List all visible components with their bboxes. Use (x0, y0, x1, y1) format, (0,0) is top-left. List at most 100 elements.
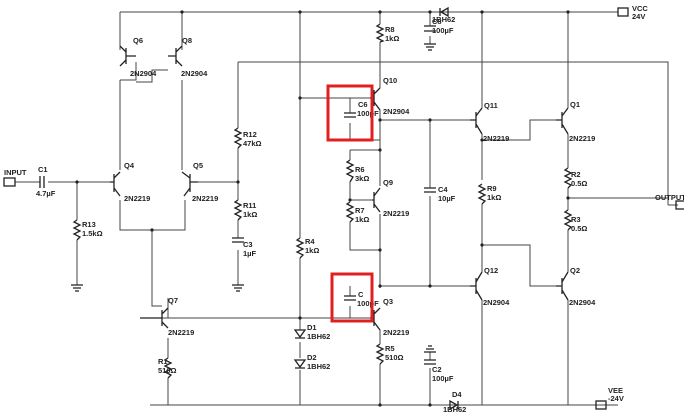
vee-label: VEE (608, 386, 623, 395)
transistor-q12[interactable]: Q12 2N2904 (470, 266, 510, 307)
capacitor-c6[interactable]: C6 100pF (344, 100, 379, 118)
capacitor-c3[interactable]: C3 1µF (232, 237, 256, 258)
d2-part: 1BH62 (307, 362, 330, 371)
transistor-q6[interactable]: Q6 2N2904 (119, 36, 157, 78)
d3-part: 1BH62 (432, 15, 455, 24)
ground-symbols (71, 43, 436, 353)
capacitor-c7[interactable]: C 100pF (344, 290, 379, 308)
capacitor-c2[interactable]: C2 100µF (424, 359, 454, 383)
c8-value: 100µF (432, 26, 454, 35)
vee-terminal[interactable]: VEE -24V (595, 386, 624, 410)
d2-ref: D2 (307, 353, 317, 362)
resistor-r9[interactable]: R9 1kΩ (477, 183, 501, 205)
q6-ref: Q6 (133, 36, 143, 45)
c6-value: 100pF (357, 109, 379, 118)
transistor-q4[interactable]: Q4 2N2219 (110, 161, 150, 203)
input-label: INPUT (4, 168, 27, 177)
vcc-label: VCC (632, 4, 648, 13)
resistor-r6[interactable]: R6 3kΩ (345, 159, 369, 183)
r11-value: 1kΩ (243, 210, 257, 219)
q1-ref: Q1 (570, 100, 580, 109)
input-terminal[interactable]: INPUT (3, 168, 27, 187)
r7-value: 1kΩ (355, 215, 369, 224)
r5-ref: R5 (385, 344, 395, 353)
r3-ref: R3 (571, 215, 581, 224)
r2-ref: R2 (571, 170, 581, 179)
c4-value: 10µF (438, 194, 456, 203)
q9-ref: Q9 (383, 178, 393, 187)
output-terminal[interactable]: OUTPUT (655, 193, 684, 210)
q5-part: 2N2219 (192, 194, 218, 203)
resistor-r1[interactable]: R1 510Ω (158, 357, 177, 379)
resistor-r2[interactable]: R2 0.5Ω (563, 167, 587, 189)
r12-ref: R12 (243, 130, 257, 139)
r2-value: 0.5Ω (571, 179, 587, 188)
c2-ref: C2 (432, 365, 442, 374)
q6-part: 2N2904 (130, 69, 157, 78)
c3-value: 1µF (243, 249, 256, 258)
r5-value: 510Ω (385, 353, 404, 362)
resistor-r12[interactable]: R12 47kΩ (233, 127, 262, 149)
diode-d1[interactable]: D1 1BH62 (293, 323, 330, 341)
r4-ref: R4 (305, 237, 315, 246)
q4-part: 2N2219 (124, 194, 150, 203)
q8-ref: Q8 (182, 36, 192, 45)
r9-value: 1kΩ (487, 193, 501, 202)
q3-part: 2N2219 (383, 328, 409, 337)
r8-value: 1kΩ (385, 34, 399, 43)
resistor-r8[interactable]: R8 1kΩ (375, 23, 399, 43)
c1-ref: C1 (38, 165, 48, 174)
q5-ref: Q5 (193, 161, 203, 170)
resistor-r3[interactable]: R3 0.5Ω (563, 209, 587, 233)
r4-value: 1kΩ (305, 246, 319, 255)
transistor-q8[interactable]: Q8 2N2904 (168, 36, 208, 78)
d1-part: 1BH62 (307, 332, 330, 341)
resistor-r11[interactable]: R11 1kΩ (233, 199, 257, 221)
transistor-q9[interactable]: Q9 2N2219 (372, 178, 409, 218)
q1-part: 2N2219 (569, 134, 595, 143)
transistor-q5[interactable]: Q5 2N2219 (181, 161, 218, 203)
capacitor-c1[interactable]: C1 4.7µF (36, 165, 56, 198)
capacitor-c8[interactable]: C8 100µF (424, 17, 454, 35)
transistor-q7[interactable]: Q7 2N2219 (140, 296, 194, 337)
q2-ref: Q2 (570, 266, 580, 275)
d1-ref: D1 (307, 323, 317, 332)
r9-ref: R9 (487, 184, 497, 193)
junction-dots (75, 10, 570, 407)
diode-d4[interactable]: D4 1BH62 (443, 390, 466, 414)
q7-part: 2N2219 (168, 328, 194, 337)
diode-d2[interactable]: D2 1BH62 (293, 353, 330, 371)
c8-ref: C8 (432, 17, 442, 26)
r13-ref: R13 (82, 220, 96, 229)
r6-ref: R6 (355, 165, 365, 174)
c7-ref: C (358, 290, 364, 299)
capacitor-c4[interactable]: C4 10µF (424, 185, 456, 203)
resistor-r4[interactable]: R4 1kΩ (295, 237, 319, 259)
transistor-q1[interactable]: Q1 2N2219 (556, 100, 595, 143)
c3-ref: C3 (243, 240, 253, 249)
q10-ref: Q10 (383, 76, 397, 85)
diode-d3[interactable]: 1BH62 (432, 6, 455, 24)
c7-value: 100pF (357, 299, 379, 308)
wires (15, 11, 678, 406)
highlight-box-c7 (330, 272, 374, 323)
r12-value: 47kΩ (243, 139, 262, 148)
q12-part: 2N2904 (483, 298, 510, 307)
resistor-r7[interactable]: R7 1kΩ (345, 201, 369, 224)
r6-value: 3kΩ (355, 174, 369, 183)
c4-ref: C4 (438, 185, 448, 194)
q7-ref: Q7 (168, 296, 178, 305)
resistor-r5[interactable]: R5 510Ω (375, 343, 404, 365)
q2-part: 2N2904 (569, 298, 596, 307)
resistor-r13[interactable]: R13 1.5kΩ (72, 219, 103, 241)
vcc-terminal[interactable]: VCC 24V (617, 4, 648, 21)
r8-ref: R8 (385, 25, 395, 34)
d4-part: 1BH62 (443, 405, 466, 414)
transistor-q11[interactable]: Q11 2N2219 (470, 101, 509, 143)
q11-part: 2N2219 (483, 134, 509, 143)
transistor-q2[interactable]: Q2 2N2904 (556, 266, 596, 307)
r1-value: 510Ω (158, 366, 177, 375)
r13-value: 1.5kΩ (82, 229, 103, 238)
